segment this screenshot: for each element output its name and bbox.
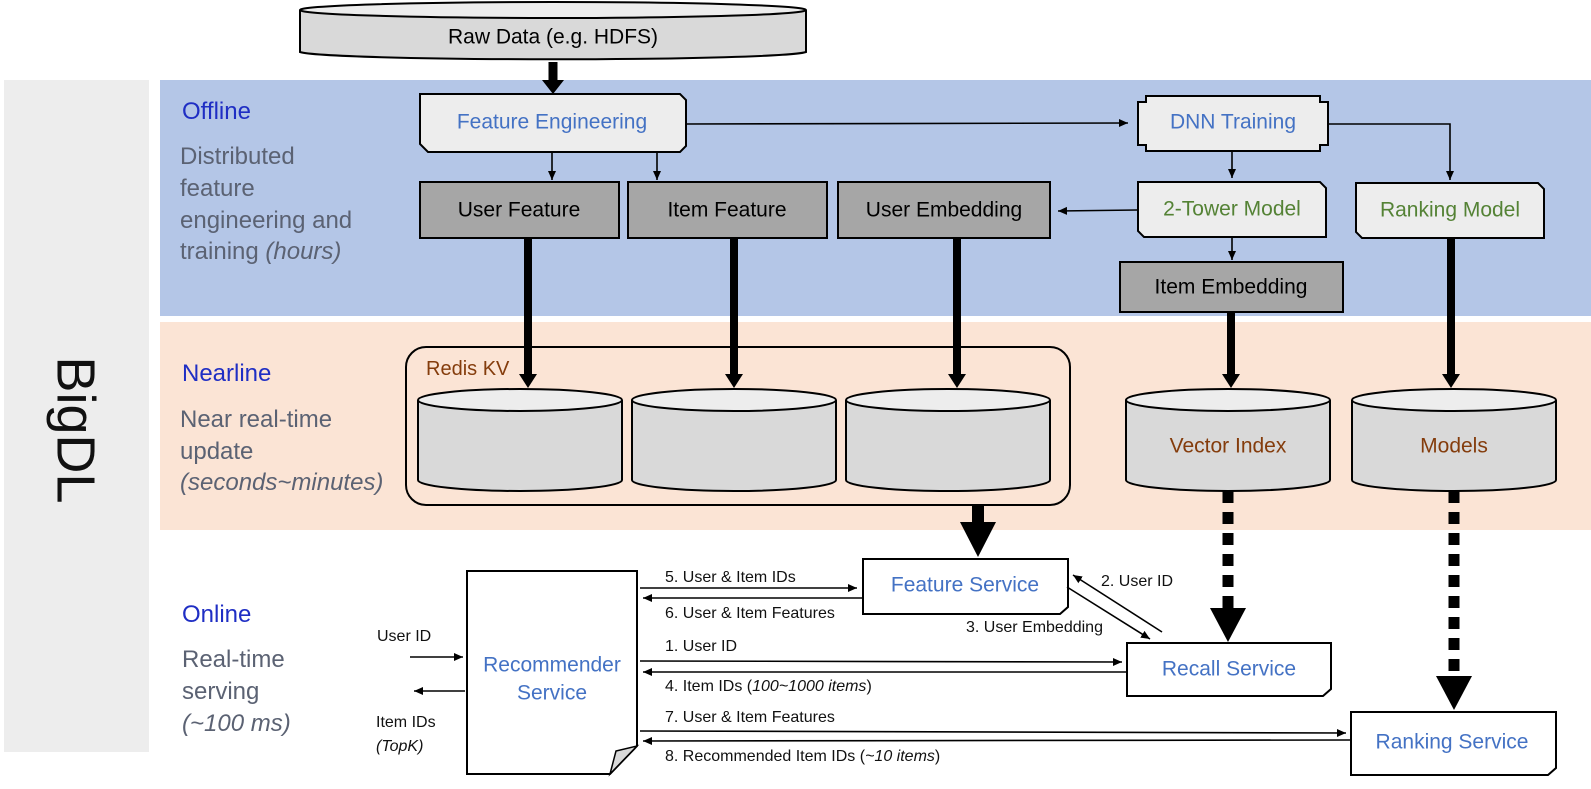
redis-kv-label: Redis KV (426, 358, 510, 380)
offline-desc-line-4: training (hours) (180, 238, 341, 265)
flow-step-7: 7. User & Item Features (665, 709, 835, 726)
item-feature-box: Item Feature (627, 181, 828, 239)
online-desc-italic: (~100 ms) (182, 710, 291, 737)
raw-data-cylinder: Raw Data (e.g. HDFS) (299, 1, 807, 61)
nearline-desc-line-2: update (180, 438, 253, 465)
output-item-ids-italic: (TopK) (376, 738, 423, 755)
flow-step-4-suffix: ) (866, 678, 871, 695)
bigdl-sidebar (4, 80, 149, 752)
dnn-training-box: DNN Training (1137, 95, 1329, 152)
flow-step-1: 1. User ID (665, 638, 737, 655)
two-tower-model-box: 2-Tower Model (1137, 181, 1327, 238)
user-feature-box: User Feature (419, 181, 620, 239)
flow-step-3: 3. User Embedding (966, 619, 1103, 636)
user-embedding-box: User Embedding (837, 181, 1051, 239)
feature-service-box: Feature Service (862, 558, 1069, 615)
recall-service-label: Recall Service (1162, 658, 1296, 681)
models-label: Models (1420, 435, 1488, 458)
raw-data-label: Raw Data (e.g. HDFS) (448, 26, 658, 49)
output-item-ids-label: Item IDs (376, 714, 436, 731)
item-embedding-label: Item Embedding (1155, 276, 1308, 299)
redis-cylinder-item-feature (631, 388, 837, 492)
nearline-desc-line-1: Near real-time (180, 406, 332, 433)
models-cylinder: Models (1351, 388, 1557, 492)
nearline-desc-italic: (seconds~minutes) (180, 469, 383, 496)
flow-step-8-italic: ~10 items (865, 748, 935, 765)
redis-kv-container (405, 346, 1071, 506)
offline-desc-prefix: training (180, 238, 265, 265)
vector-index-cylinder: Vector Index (1125, 388, 1331, 492)
two-tower-model-label: 2-Tower Model (1163, 198, 1301, 221)
flow-step-6: 6. User & Item Features (665, 605, 835, 622)
recommender-service-label-2: Service (517, 682, 587, 705)
ranking-model-label: Ranking Model (1380, 199, 1520, 222)
offline-desc-line-1: Distributed (180, 143, 295, 170)
ranking-model-box: Ranking Model (1355, 182, 1545, 239)
online-desc-line-1: Real-time (182, 646, 285, 673)
ranking-service-label: Ranking Service (1376, 731, 1529, 754)
offline-desc-line-2: feature (180, 175, 255, 202)
offline-desc-line-3: engineering and (180, 207, 352, 234)
feature-engineering-label: Feature Engineering (457, 111, 647, 134)
recommender-service-box: Recommender Service (466, 570, 640, 777)
flow-step-8-suffix: ) (935, 748, 940, 765)
redis-cylinder-user-feature (417, 388, 623, 492)
online-flow-arrows (410, 574, 1351, 745)
nearline-title: Nearline (182, 360, 271, 387)
offline-flow-arrows (519, 62, 1460, 388)
online-desc-line-2: serving (182, 678, 259, 705)
flow-step-4-prefix: 4. Item IDs ( (665, 678, 753, 695)
feature-service-label: Feature Service (891, 574, 1039, 597)
offline-desc-italic: (hours) (265, 238, 341, 265)
flow-step-5: 5. User & Item IDs (665, 569, 796, 586)
flow-step-8-prefix: 8. Recommended Item IDs ( (665, 748, 866, 765)
online-title: Online (182, 601, 251, 628)
flow-step-4: 4. Item IDs (100~1000 items) (665, 678, 872, 695)
flow-step-2: 2. User ID (1101, 573, 1173, 590)
user-feature-label: User Feature (458, 199, 581, 222)
feature-engineering-box: Feature Engineering (419, 93, 687, 153)
user-embedding-label: User Embedding (866, 199, 1022, 222)
vector-index-label: Vector Index (1170, 435, 1287, 458)
recall-service-box: Recall Service (1126, 642, 1332, 697)
ranking-service-box: Ranking Service (1350, 711, 1557, 776)
item-feature-label: Item Feature (667, 199, 786, 222)
flow-step-8: 8. Recommended Item IDs (~10 items) (665, 748, 940, 765)
input-user-id-label: User ID (377, 628, 431, 645)
recommender-service-label-1: Recommender (483, 654, 621, 677)
offline-title: Offline (182, 98, 251, 125)
item-embedding-box: Item Embedding (1119, 261, 1344, 313)
flow-step-4-italic: 100~1000 items (752, 678, 866, 695)
dnn-training-label: DNN Training (1170, 111, 1296, 134)
bigdl-label: BigDL (46, 356, 106, 503)
redis-cylinder-user-embedding (845, 388, 1051, 492)
nearline-to-online-arrows (960, 491, 1472, 710)
